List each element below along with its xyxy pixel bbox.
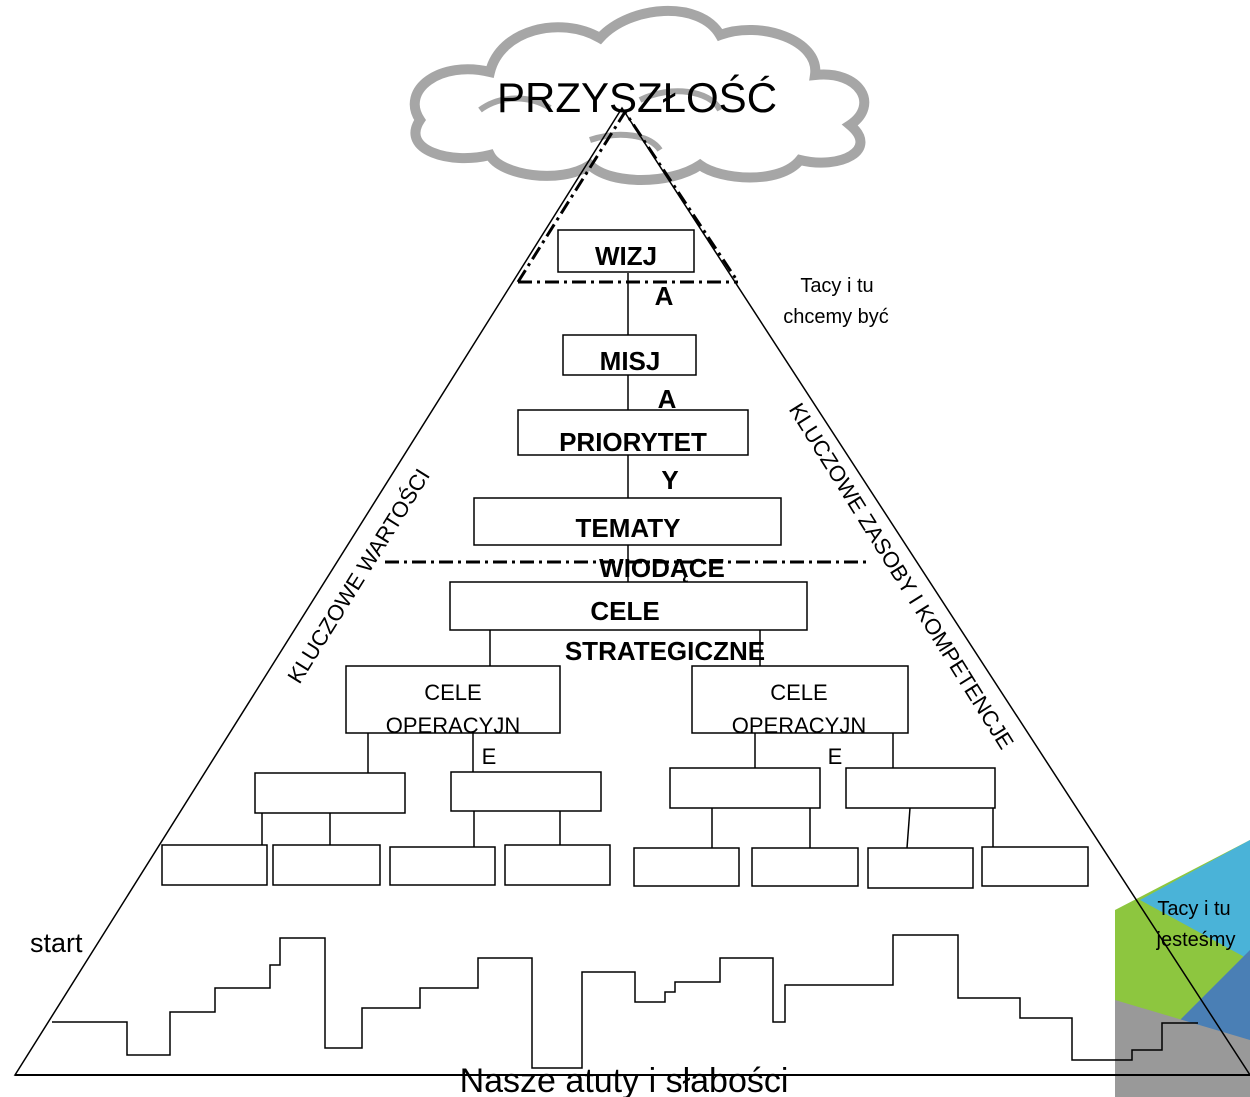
sub-task-box [867, 847, 974, 889]
cloud-shape [409, 5, 870, 185]
vision-triangle-dashed [516, 109, 740, 283]
operational-right-line3: E [828, 744, 843, 769]
operational-goals-box-left [345, 665, 561, 734]
sub-task-box [633, 847, 740, 887]
themes-label-line2: WIODĄCE [599, 553, 725, 583]
vision-label-line1: WIZJ [595, 241, 657, 271]
start-label: start [30, 928, 83, 958]
target-note-line2: chcemy być [783, 306, 889, 328]
target-note-line1: Tacy i tu [800, 275, 873, 297]
operational-left-line1: CELE [424, 680, 481, 705]
strategic-goals-label-line2: STRATEGICZNE [565, 636, 765, 666]
task-box [254, 772, 406, 814]
strengths-weaknesses-line [52, 934, 1198, 1069]
operational-left-line2: OPERACYJN [386, 713, 520, 738]
vision-label-line2: A [655, 281, 674, 311]
task-box [669, 767, 821, 809]
priorities-label-line2: Y [661, 465, 678, 495]
current-note-line1: Tacy i tu [1157, 898, 1230, 920]
strategic-goals-label-line1: CELE [590, 596, 659, 626]
operational-left-line3: E [482, 744, 497, 769]
themes-label-line1: TEMATY [576, 513, 681, 543]
sub-task-box [389, 846, 496, 886]
left-side-label: KLUCZOWE WARTOŚCI [282, 464, 434, 687]
sub-task-box [981, 846, 1089, 887]
base-label: Nasze atuty i słabości [460, 1062, 789, 1097]
task-box [845, 767, 996, 809]
vision-box [557, 229, 695, 273]
sub-task-box [161, 844, 268, 886]
themes-box [473, 497, 782, 546]
sub-task-box [751, 847, 859, 887]
cloud-label: PRZYSZŁOŚĆ [497, 73, 777, 121]
mission-box [562, 334, 697, 376]
operational-goals-box-right [691, 665, 909, 734]
mission-label-line2: A [658, 384, 677, 414]
priorities-label-line1: PRIORYTET [559, 427, 707, 457]
priorities-box [517, 409, 749, 456]
current-note-line2: jesteśmy [1156, 929, 1236, 951]
operational-right-line1: CELE [770, 680, 827, 705]
task-box [450, 771, 602, 812]
strategic-goals-box [449, 581, 808, 631]
mission-label-line1: MISJ [600, 346, 661, 376]
sub-task-box [504, 844, 611, 886]
operational-right-line2: OPERACYJN [732, 713, 866, 738]
logo-fragment [1115, 840, 1250, 1097]
sub-task-box [272, 844, 381, 886]
